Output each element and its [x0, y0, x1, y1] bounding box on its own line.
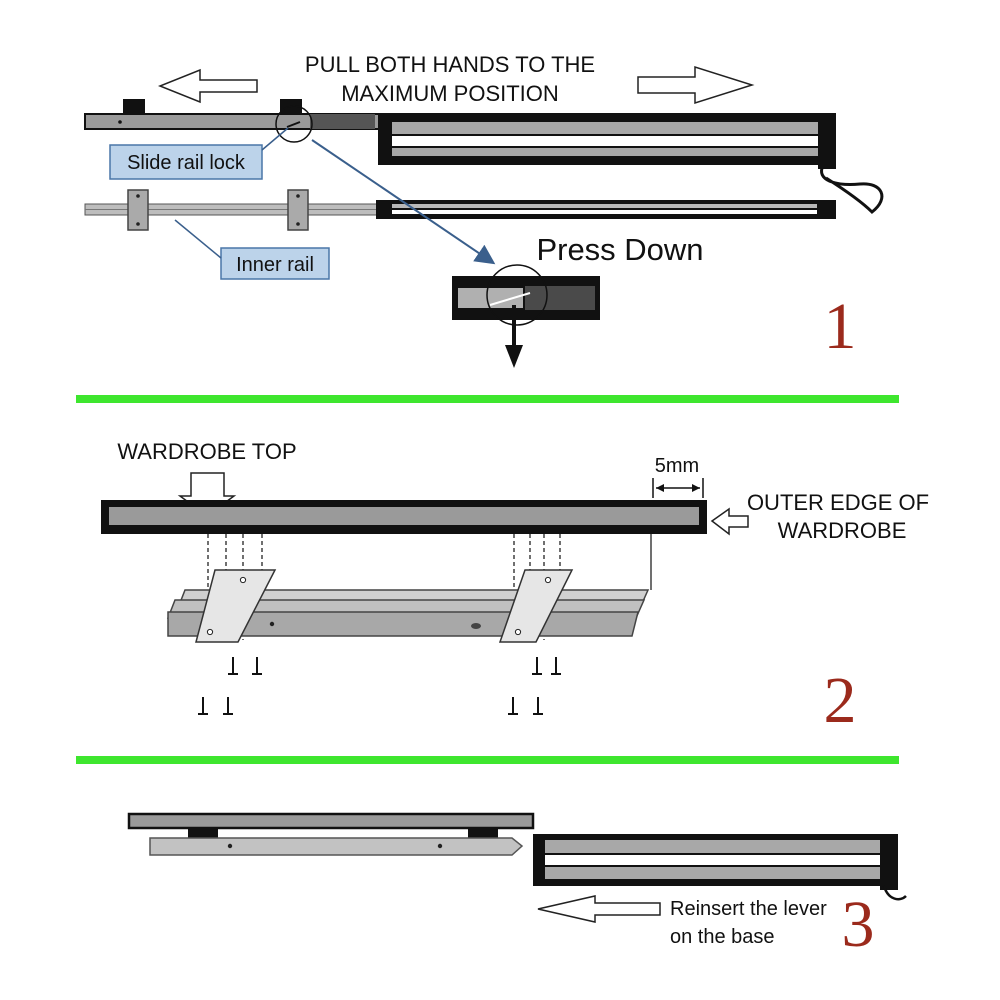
- inner-rail-text: Inner rail: [236, 254, 314, 276]
- zoom-callout-arrow: [311, 139, 496, 265]
- press-down-arrow-icon: [505, 345, 523, 368]
- step-1-number: 1: [824, 290, 857, 363]
- step-3-number: 3: [842, 888, 875, 961]
- left-hollow-arrow-icon: [157, 68, 258, 104]
- right-hollow-arrow-icon: [637, 65, 755, 105]
- reinsert-text-line1: Reinsert the lever: [670, 898, 827, 920]
- pull-instruction-line2: MAXIMUM POSITION: [341, 81, 559, 106]
- base-rail-assembly: [127, 812, 535, 856]
- press-down-zoom-detail: [452, 264, 600, 368]
- inner-rail-label: Inner rail: [220, 247, 330, 280]
- gap-5mm-text: 5mm: [655, 455, 699, 477]
- slide-rail-lock-callout-circle: [275, 105, 313, 143]
- inner-rail: [84, 189, 836, 231]
- mounting-screws: [198, 657, 561, 715]
- step-divider-2: [76, 756, 899, 764]
- outer-slide-rail: [84, 99, 884, 214]
- reinsert-text-line2: on the base: [670, 926, 775, 948]
- slide-rail-assembly: [166, 569, 650, 643]
- outer-edge-text-line2: WARDROBE: [778, 518, 907, 543]
- step-3-panel: Reinsert the lever on the base 3: [127, 812, 907, 961]
- outer-edge-pointer-arrow-icon: [710, 507, 749, 536]
- press-down-text: Press Down: [536, 232, 703, 267]
- step-2-panel: WARDROBE TOP 5mm OUTER EDGE OF WARDROBE: [101, 439, 929, 737]
- step-2-number: 2: [824, 664, 857, 737]
- slide-rail-lock-label: Slide rail lock: [109, 144, 263, 180]
- outer-edge-text-line1: OUTER EDGE OF: [747, 490, 929, 515]
- step-divider-1: [76, 395, 899, 403]
- step-1-panel: PULL BOTH HANDS TO THE MAXIMUM POSITION: [84, 52, 884, 368]
- wardrobe-top-panel: [101, 500, 707, 534]
- wardrobe-top-text: WARDROBE TOP: [117, 439, 296, 464]
- slide-rail-lock-text: Slide rail lock: [127, 152, 246, 174]
- pull-instruction-line1: PULL BOTH HANDS TO THE: [305, 52, 595, 77]
- reinsert-left-arrow-icon: [537, 895, 661, 923]
- cabinet-rail-section: [533, 834, 907, 901]
